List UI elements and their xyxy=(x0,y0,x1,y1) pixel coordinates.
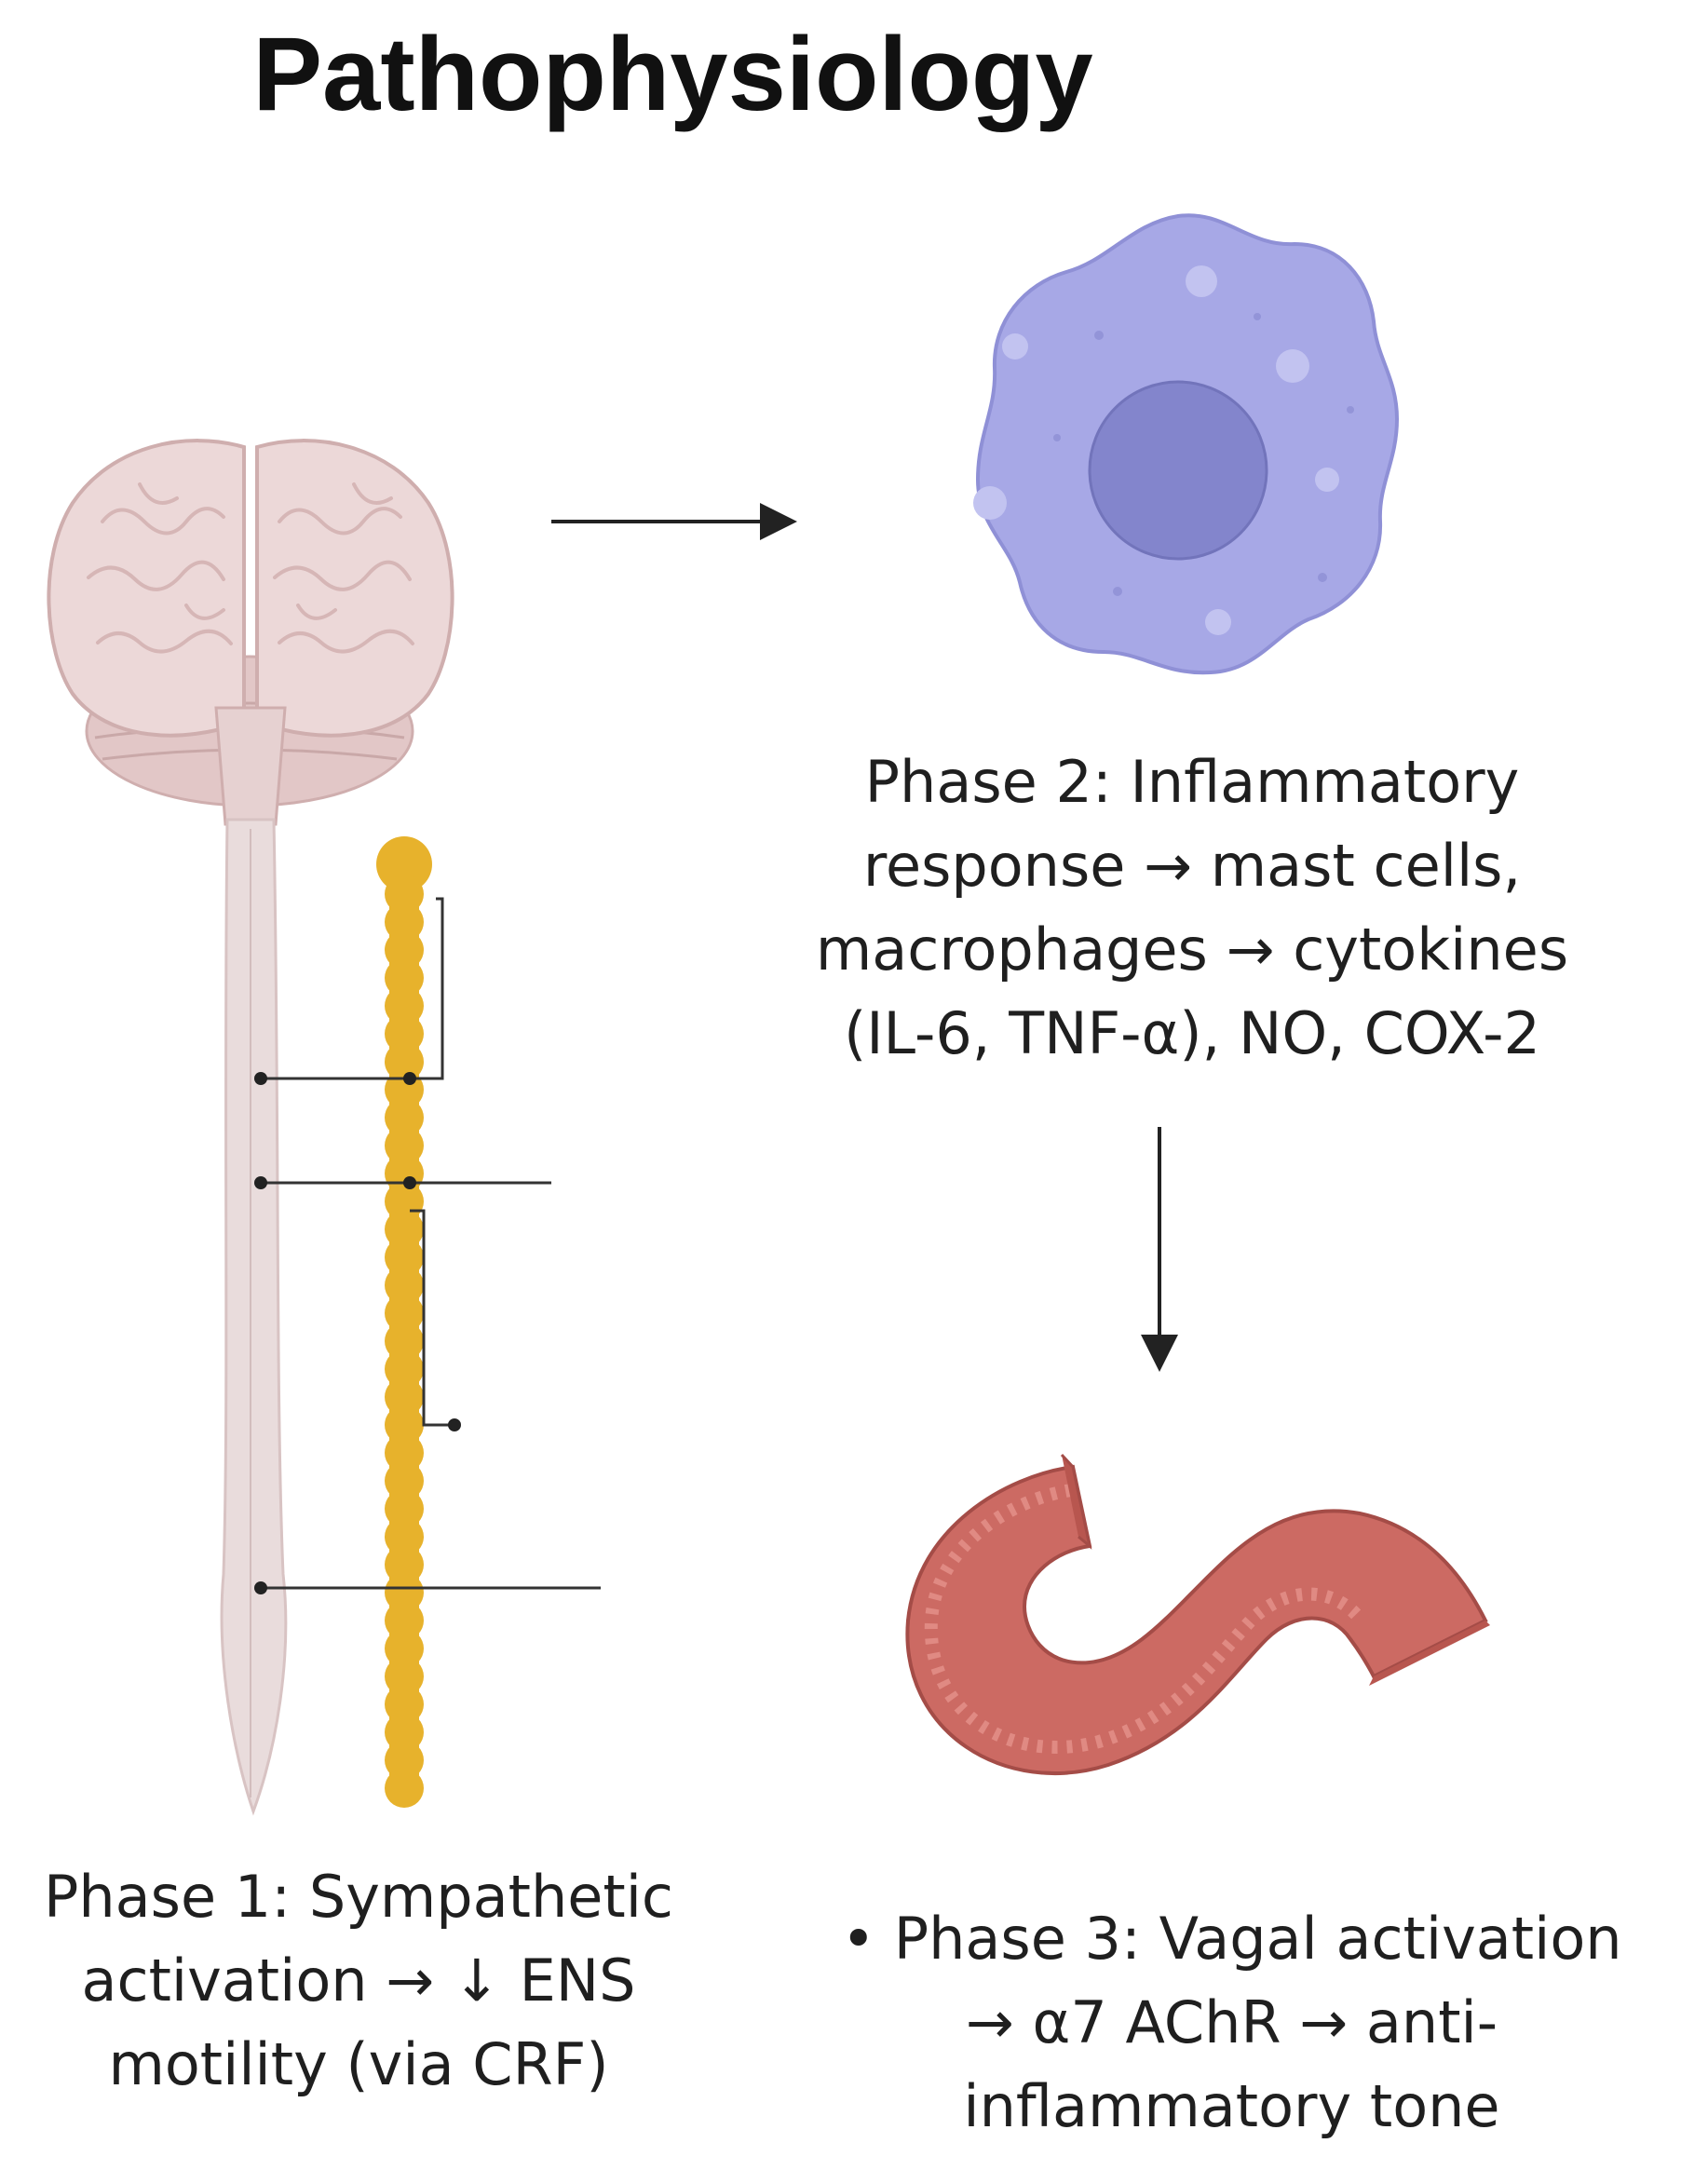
chain-bead xyxy=(385,1545,424,1584)
chain-bead xyxy=(385,1629,424,1668)
chain-bead xyxy=(385,1405,424,1445)
chain-bead xyxy=(385,1517,424,1556)
chain-bead xyxy=(385,1713,424,1752)
phase2-line-1: Phase 2: Inflammatory xyxy=(864,748,1520,816)
phase2-line-3: macrophages → cytokines xyxy=(815,916,1569,983)
chain-bead xyxy=(385,1042,424,1081)
phase1-caption: Phase 1: Sympathetic activation → ↓ ENS … xyxy=(0,1855,717,2107)
chain-bead xyxy=(385,1350,424,1389)
chain-bead xyxy=(385,1769,424,1808)
chain-bead xyxy=(385,958,424,997)
phase2-caption: Phase 2: Inflammatory response → mast ce… xyxy=(726,740,1658,1076)
brain-icon xyxy=(47,439,454,826)
phase3-line-2: → α7 AChR → anti- xyxy=(965,1988,1498,2056)
chain-bead xyxy=(385,875,424,914)
chain-bead xyxy=(385,930,424,970)
phase2-line-2: response → mast cells, xyxy=(862,832,1522,900)
phase3-line-3: inflammatory tone xyxy=(963,2072,1500,2140)
macrophage-cell-icon xyxy=(973,213,1400,675)
chain-bead xyxy=(385,1601,424,1640)
phase3-caption: • Phase 3: Vagal activation → α7 AChR → … xyxy=(782,1897,1681,2149)
phase3-line-1: • Phase 3: Vagal activation xyxy=(841,1905,1622,1973)
chain-bead xyxy=(385,1098,424,1137)
nerve-connections xyxy=(261,897,601,1590)
chain-bead xyxy=(385,986,424,1025)
chain-bead xyxy=(385,1461,424,1500)
phase1-line-2: activation → ↓ ENS xyxy=(81,1947,636,2014)
chain-bead xyxy=(385,1210,424,1249)
nerve-nodes xyxy=(254,1072,461,1594)
chain-bead xyxy=(385,1126,424,1165)
chain-bead xyxy=(385,1014,424,1053)
phase1-line-3: motility (via CRF) xyxy=(108,2030,609,2098)
phase1-line-1: Phase 1: Sympathetic xyxy=(43,1863,674,1931)
phase2-line-4: (IL-6, TNF-α), NO, COX-2 xyxy=(844,999,1540,1067)
chain-bead xyxy=(385,1377,424,1417)
chain-bead xyxy=(385,1741,424,1780)
chain-bead xyxy=(385,1433,424,1472)
chain-bead xyxy=(385,1294,424,1333)
intestine-icon xyxy=(905,1453,1490,1775)
chain-bead xyxy=(385,1238,424,1277)
chain-bead xyxy=(385,1573,424,1612)
spinal-cord-icon xyxy=(220,818,288,1816)
chain-bead xyxy=(385,1657,424,1696)
chain-bead xyxy=(385,1685,424,1724)
chain-bead xyxy=(385,1322,424,1361)
chain-bead xyxy=(385,1489,424,1528)
sympathetic-chain-icon xyxy=(376,836,432,1808)
diagram-title: Pathophysiology xyxy=(252,16,1093,132)
chain-bead xyxy=(385,902,424,942)
chain-bead xyxy=(385,1266,424,1305)
